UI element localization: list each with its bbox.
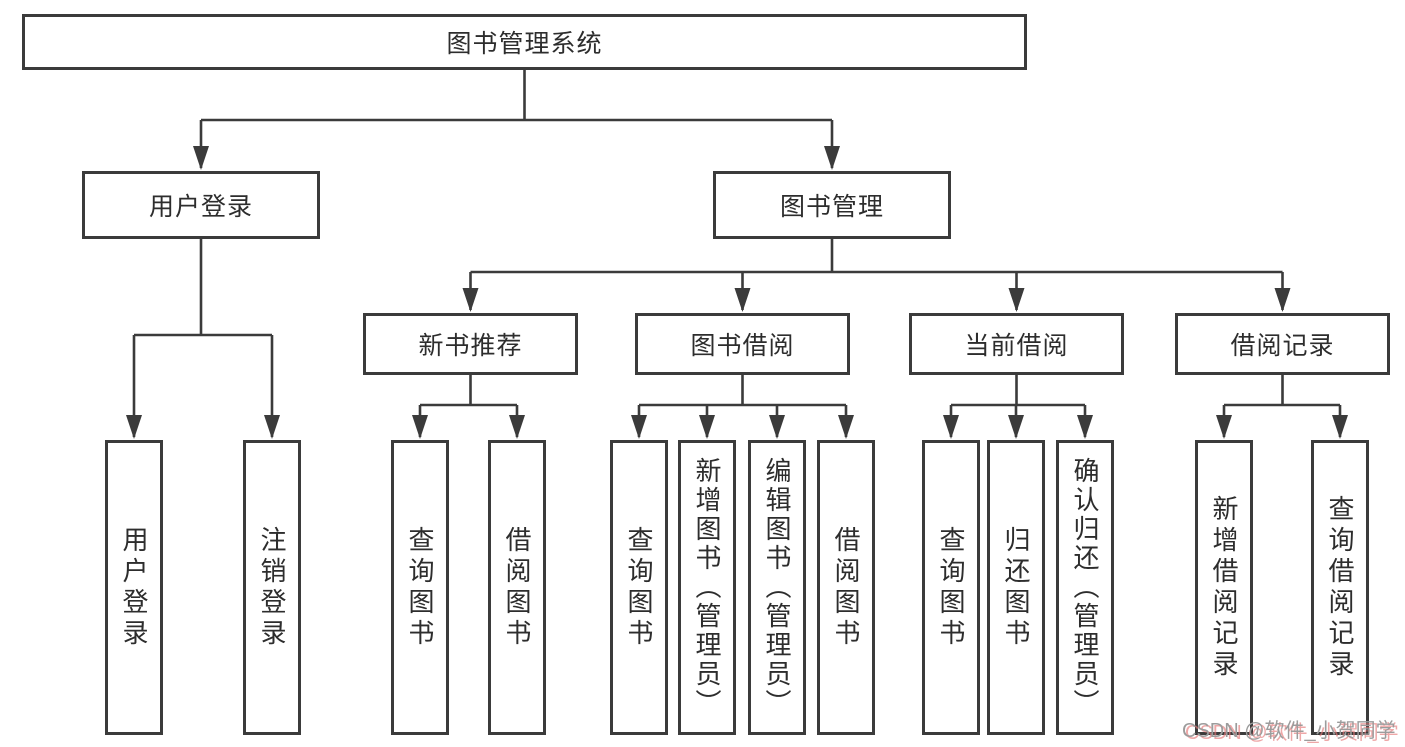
leaf-borrow-books: 借阅图书: [817, 440, 875, 735]
node-label: 图书借阅: [690, 332, 795, 360]
arrowheads: [126, 146, 1348, 439]
leaf-borrow-books-recommend: 借阅图书: [488, 440, 546, 735]
leaf-return-books: 归还图书: [987, 440, 1045, 735]
node-label: 图书管理系统: [446, 30, 603, 58]
node-label: 确认归还（管理员）: [1070, 457, 1100, 718]
leaf-user-login: 用户登录: [105, 440, 163, 735]
node-book-borrowing: 图书借阅: [635, 313, 850, 375]
node-label: 新增图书（管理员）: [692, 457, 722, 718]
node-label: 注销登录: [257, 525, 287, 650]
node-label: 借阅记录: [1230, 332, 1335, 360]
node-borrowing-records: 借阅记录: [1175, 313, 1390, 375]
node-label: 归还图书: [1001, 525, 1031, 650]
leaf-query-books-recommend: 查询图书: [391, 440, 449, 735]
node-library-management-system: 图书管理系统: [22, 14, 1027, 70]
leaf-confirm-return-admin: 确认归还（管理员）: [1056, 440, 1114, 735]
node-label: 查询图书: [624, 525, 654, 650]
node-label: 借阅图书: [502, 525, 532, 650]
node-label: 新增借阅记录: [1209, 494, 1239, 681]
node-book-management: 图书管理: [713, 171, 951, 239]
node-user-login: 用户登录: [82, 171, 320, 239]
node-new-book-recommend: 新书推荐: [363, 313, 578, 375]
node-label: 查询图书: [936, 525, 966, 650]
node-label: 用户登录: [119, 525, 149, 650]
leaf-query-books-current: 查询图书: [922, 440, 980, 735]
node-label: 用户登录: [148, 193, 253, 221]
leaf-add-books-admin: 新增图书（管理员）: [678, 440, 736, 735]
leaf-edit-books-admin: 编辑图书（管理员）: [748, 440, 806, 735]
leaf-query-books-borrow: 查询图书: [610, 440, 668, 735]
leaf-query-borrow-record: 查询借阅记录: [1311, 440, 1369, 735]
node-label: 查询借阅记录: [1325, 494, 1355, 681]
csdn-watermark: CSDN @软件_小贺同学: [1182, 720, 1396, 742]
leaf-add-borrow-record: 新增借阅记录: [1195, 440, 1253, 735]
node-label: 编辑图书（管理员）: [762, 457, 792, 718]
node-current-borrowing: 当前借阅: [909, 313, 1124, 375]
node-label: 新书推荐: [418, 332, 523, 360]
node-label: 查询图书: [405, 525, 435, 650]
tree-connector-path: [132, 70, 1342, 437]
node-label: 图书管理: [779, 193, 884, 221]
leaf-logout: 注销登录: [243, 440, 301, 735]
node-label: 当前借阅: [964, 332, 1069, 360]
node-label: 借阅图书: [831, 525, 861, 650]
